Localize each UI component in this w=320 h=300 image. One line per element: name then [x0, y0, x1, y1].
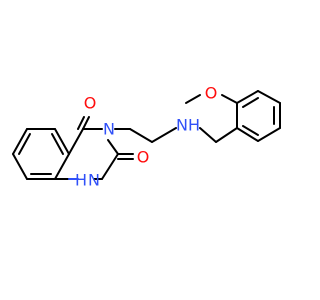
ring-nh-nitrogen-label: N [88, 171, 100, 190]
ring-nh-hydrogen-label: H [75, 171, 87, 190]
benzo-ring-left [12, 128, 70, 180]
anisole-ring-right [236, 90, 281, 142]
chemical-structure-diagram: O N O H N NH O [12, 84, 281, 190]
amine-nh-label: NH [176, 116, 200, 135]
methoxy-group [185, 94, 238, 104]
carbonyl-oxygen-top-label: O [84, 94, 97, 113]
carbonyl-oxygen-right-label: O [137, 148, 150, 167]
atom-labels: O N O H N NH O [75, 84, 217, 190]
benzyl-linker [199, 127, 238, 143]
methoxy-oxygen-label: O [205, 84, 218, 103]
ethyl-linker [114, 127, 177, 143]
ring-nitrogen-label: N [103, 120, 115, 139]
pyrimidinedione-ring [54, 116, 134, 180]
